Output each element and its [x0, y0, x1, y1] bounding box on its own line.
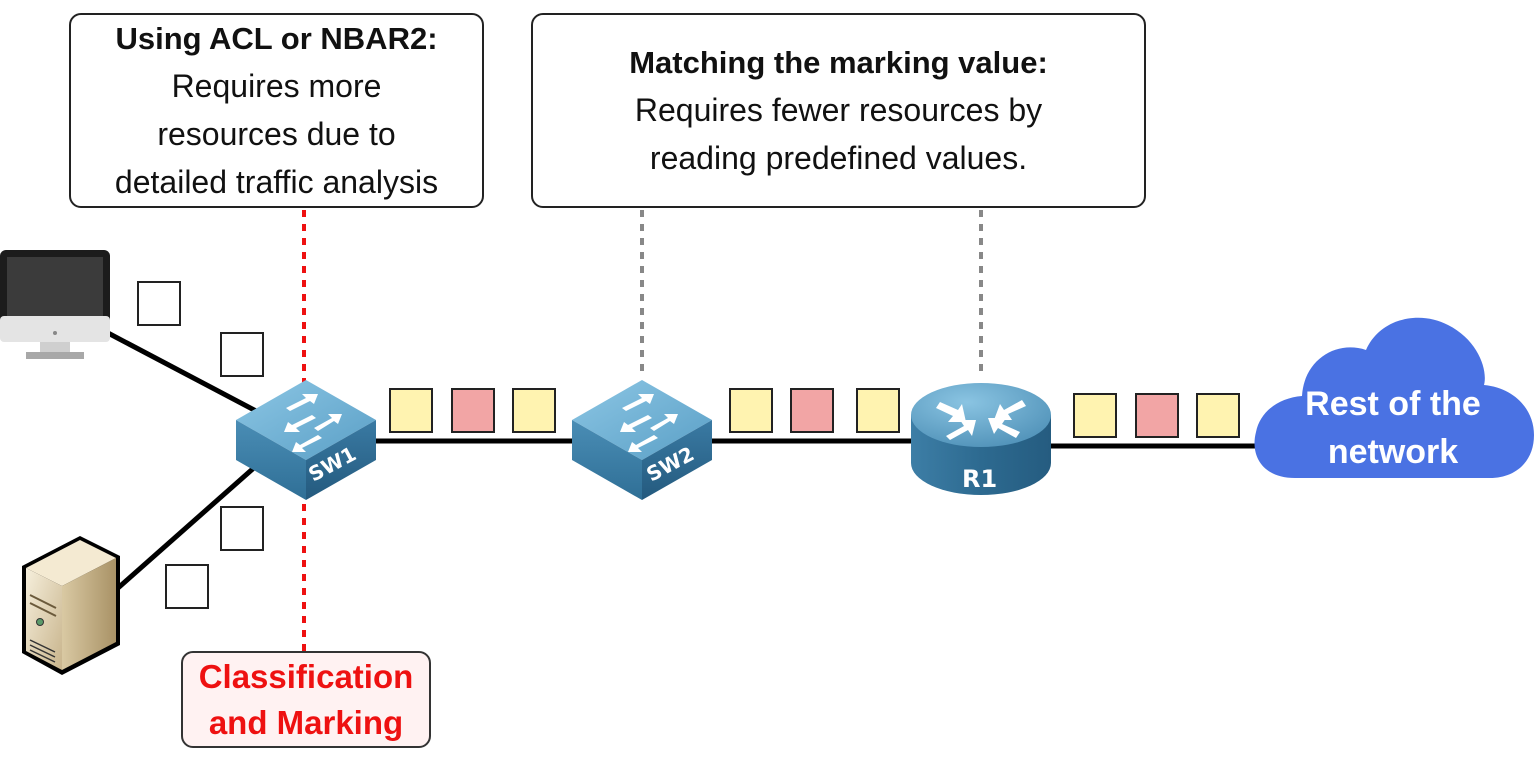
packet-marked-yellow — [512, 388, 556, 433]
packet-unmarked — [165, 564, 209, 609]
sw1-switch-icon[interactable] — [236, 380, 376, 500]
callout-title: Matching the marking value: — [629, 44, 1048, 80]
desktop-computer-icon — [0, 250, 110, 359]
packet-marked-yellow — [389, 388, 433, 433]
callout-body: Requires more resources due to detailed … — [114, 67, 439, 200]
callout-body: Requires fewer resources by reading pred… — [634, 91, 1043, 176]
packet-marked-red — [790, 388, 834, 433]
callout-title: Using ACL or NBAR2: — [115, 20, 438, 56]
packet-unmarked — [220, 332, 264, 377]
cloud-icon — [1254, 317, 1534, 478]
acl-nbar2-callout: Using ACL or NBAR2: Requires more resour… — [69, 13, 484, 208]
classification-marking-callout: Classification and Marking — [181, 651, 431, 748]
sw2-switch-icon[interactable] — [572, 380, 712, 500]
server-icon — [22, 536, 120, 675]
packet-marked-yellow — [1073, 393, 1117, 438]
packet-marked-red — [451, 388, 495, 433]
packet-unmarked — [137, 281, 181, 326]
marking-value-callout: Matching the marking value: Requires few… — [531, 13, 1146, 208]
link-server-sw1 — [116, 464, 258, 590]
r1-label: R1 — [962, 465, 998, 493]
cloud-label: Rest of the network — [1305, 385, 1481, 471]
packet-unmarked — [220, 506, 264, 551]
packet-marked-yellow — [1196, 393, 1240, 438]
packet-marked-yellow — [856, 388, 900, 433]
packet-marked-yellow — [729, 388, 773, 433]
packet-marked-red — [1135, 393, 1179, 438]
callout-body: Classification and Marking — [198, 657, 414, 741]
link-desktop-sw1 — [106, 330, 260, 415]
r1-router-icon[interactable] — [911, 383, 1051, 495]
